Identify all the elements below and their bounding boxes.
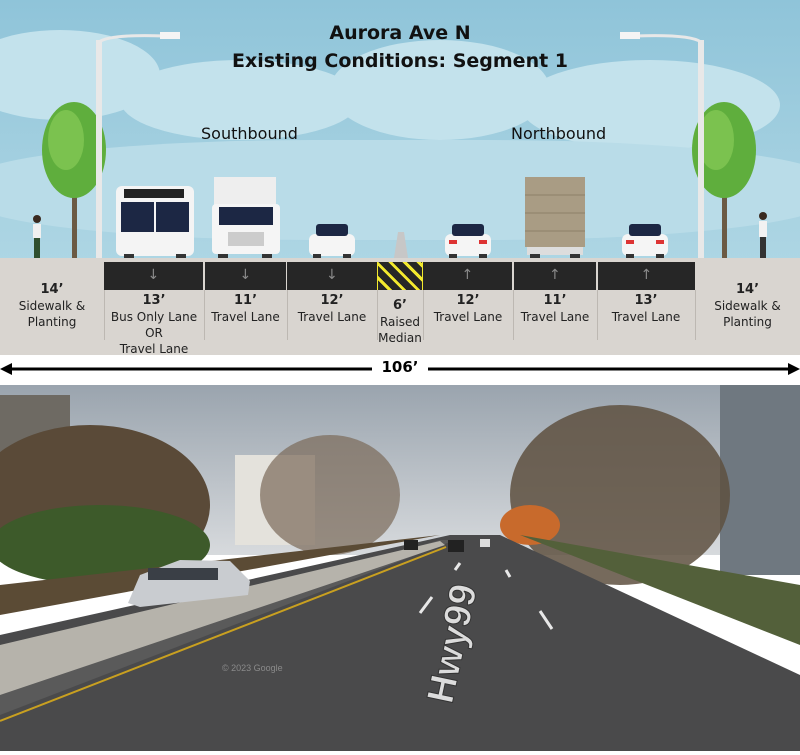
bus [116, 186, 194, 261]
title-line1: Aurora Ave N [329, 22, 471, 44]
arrow-down-icon: ↓ [326, 267, 338, 283]
southbound-label: Southbound [201, 124, 298, 143]
tree-right [692, 102, 756, 260]
segment-label: 14’Sidewalk & Planting [714, 282, 781, 329]
lane-nb-12: ↑ [423, 262, 512, 290]
lane-nb-13: ↑ [598, 262, 695, 290]
lane-bus: ↓ [104, 262, 203, 290]
car-northbound-2 [622, 224, 668, 261]
arrow-down-icon: ↓ [239, 267, 252, 283]
lane-nb-11: ↑ [514, 262, 596, 290]
cross-section-diagram: Aurora Ave N Existing Conditions: Segmen… [0, 0, 800, 355]
segment-label: 11’Travel Lane [520, 293, 590, 324]
arrow-up-icon: ↑ [640, 267, 653, 283]
streetlight-right [620, 32, 704, 258]
pedestrian-left [33, 215, 41, 258]
median-post [394, 232, 408, 258]
streetlight-left [96, 32, 180, 258]
truck-southbound [212, 177, 280, 261]
silver-car [128, 560, 250, 607]
raised-median [377, 262, 423, 290]
arrow-down-icon: ↓ [147, 267, 160, 283]
tree-left [42, 102, 106, 260]
segment-label: 11’Travel Lane [211, 293, 280, 324]
northbound-label: Northbound [511, 124, 607, 143]
lane-sb-12: ↓ [287, 262, 377, 290]
segment-label: 12’Travel Lane [433, 293, 503, 324]
arrow-up-icon: ↑ [461, 267, 474, 283]
street-photo: Hwy99 © 2023 Google [0, 385, 800, 751]
street-illustration [33, 32, 767, 261]
car-southbound [309, 224, 355, 261]
segment-label: 14’Sidewalk & Planting [18, 282, 86, 329]
segment-label: 12’Travel Lane [297, 293, 367, 324]
title-line2: Existing Conditions: Segment 1 [231, 50, 569, 72]
segment-label: 13’Travel Lane [611, 293, 681, 324]
total-width-dimension: 106’ [0, 355, 800, 385]
car-northbound-1 [445, 224, 491, 261]
total-width-label: 106’ [381, 358, 419, 376]
watermark: © 2023 Google [222, 663, 283, 673]
truck-northbound [525, 177, 585, 261]
arrow-up-icon: ↑ [549, 267, 561, 283]
lane-sb-11: ↓ [205, 262, 286, 290]
pedestrian-right [759, 212, 767, 258]
